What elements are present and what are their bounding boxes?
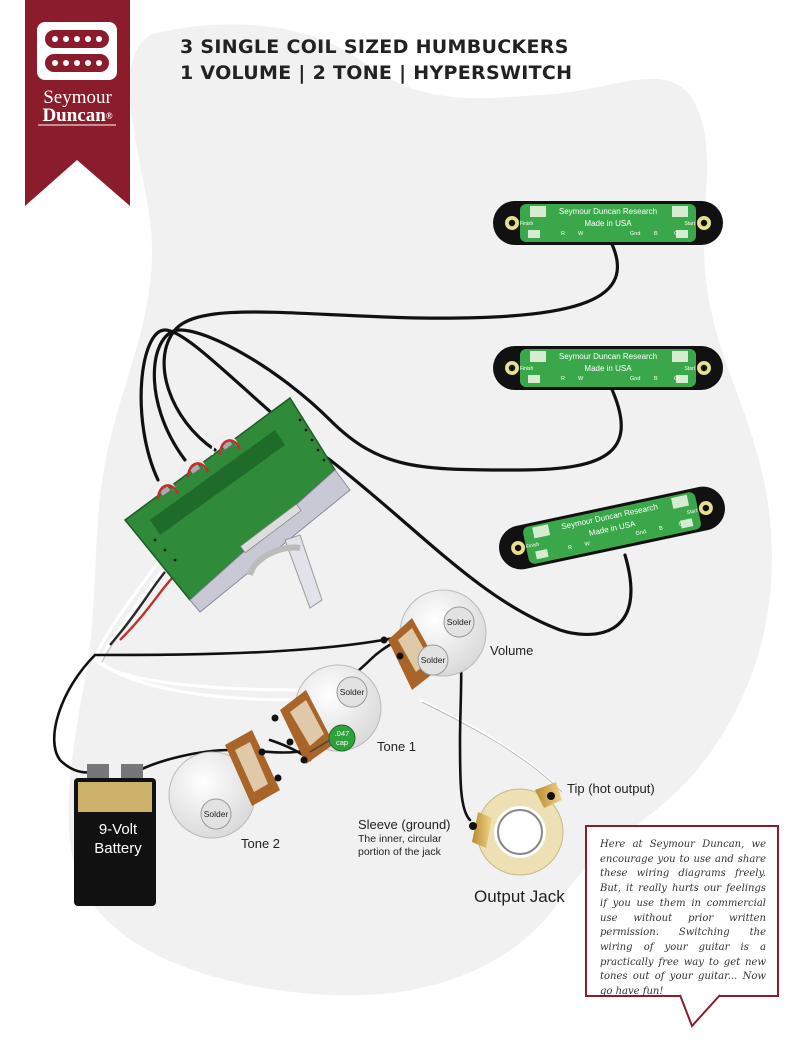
volume-pot[interactable]: Solder Solder bbox=[380, 589, 487, 690]
pickup-bridge-term-gnd: Gnd bbox=[635, 529, 646, 537]
pickup-neck-finish: Finish bbox=[520, 221, 534, 227]
battery[interactable] bbox=[74, 764, 156, 906]
pickup-neck-origin: Made in USA bbox=[584, 219, 632, 228]
cap-value: .047 bbox=[335, 729, 350, 738]
pickup-middle-term-r: R bbox=[561, 376, 565, 382]
pickup-middle-term-g: G bbox=[674, 376, 678, 382]
capacitor: .047 cap bbox=[309, 724, 356, 753]
brand-line2: Duncan® bbox=[25, 106, 130, 126]
note-box bbox=[585, 825, 779, 1028]
battery-label: 9-Volt Battery bbox=[80, 820, 156, 858]
pickup-neck-term-r: R bbox=[561, 231, 565, 237]
diagram-title: 3 SINGLE COIL SIZED HUMBUCKERS bbox=[180, 36, 569, 58]
sleeve-label: Sleeve (ground) bbox=[358, 817, 451, 832]
volume-solder-2: Solder bbox=[421, 655, 446, 665]
tone1-solder: Solder bbox=[340, 687, 365, 697]
seymour-duncan-logo bbox=[25, 0, 130, 206]
pickup-neck[interactable]: Seymour Duncan Research Made in USA Fini… bbox=[493, 201, 723, 245]
pickup-bridge-term-r: R bbox=[568, 545, 573, 552]
pickup-wires bbox=[139, 238, 633, 636]
pickup-middle-start: Start bbox=[684, 366, 695, 372]
sleeve-desc-line2: portion of the jack bbox=[358, 846, 441, 858]
tone2-solder: Solder bbox=[204, 809, 229, 819]
pickup-neck-term-gnd: Gnd bbox=[630, 231, 640, 237]
tone2-label: Tone 2 bbox=[241, 836, 281, 851]
pickup-middle-origin: Made in USA bbox=[584, 364, 632, 373]
pickup-bridge-term-g: G bbox=[678, 521, 683, 528]
brand-mark: ® bbox=[105, 111, 113, 121]
brand-line1: Seymour bbox=[43, 87, 112, 108]
pickup-neck-term-g: G bbox=[674, 231, 678, 237]
output-jack-label: Output Jack bbox=[474, 887, 565, 906]
tone2-pot[interactable]: Solder bbox=[168, 730, 282, 839]
pickup-bridge-finish: Finish bbox=[526, 542, 541, 551]
pickup-bridge-term-w: W bbox=[584, 541, 591, 548]
pickup-neck-term-b: B bbox=[654, 231, 658, 237]
pickup-bridge[interactable]: Seymour Duncan Research Made in USA Fini… bbox=[495, 483, 729, 574]
cap-label: cap bbox=[336, 738, 348, 747]
battery-line1: 9-Volt bbox=[98, 821, 138, 838]
battery-line2: Battery bbox=[94, 840, 142, 857]
pickup-middle-term-b: B bbox=[654, 376, 658, 382]
pickup-bridge-term-b: B bbox=[659, 525, 664, 532]
volume-label: Volume bbox=[490, 643, 534, 658]
hyperswitch[interactable] bbox=[123, 396, 351, 613]
pickup-bridge-start: Start bbox=[686, 508, 698, 516]
brand-name: Duncan bbox=[42, 105, 106, 126]
pickup-middle-finish: Finish bbox=[520, 366, 534, 372]
pickup-neck-maker: Seymour Duncan Research bbox=[559, 207, 657, 216]
permission-note: Here at Seymour Duncan, we encourage you… bbox=[600, 839, 766, 998]
output-jack[interactable] bbox=[469, 782, 564, 876]
pickup-neck-term-w: W bbox=[578, 231, 584, 237]
pickup-middle[interactable]: Seymour Duncan Research Made in USA Fini… bbox=[493, 346, 723, 390]
volume-solder-1: Solder bbox=[447, 617, 472, 627]
pickup-middle-maker: Seymour Duncan Research bbox=[559, 352, 657, 361]
diagram-subtitle: 1 VOLUME | 2 TONE | HYPERSWITCH bbox=[180, 62, 573, 84]
pickup-middle-term-gnd: Gnd bbox=[630, 376, 640, 382]
pickup-neck-start: Start bbox=[684, 221, 695, 227]
tone1-label: Tone 1 bbox=[377, 739, 417, 754]
pickup-middle-term-w: W bbox=[578, 376, 584, 382]
sleeve-desc-line1: The inner, circular bbox=[358, 833, 442, 845]
tip-label: Tip (hot output) bbox=[567, 781, 655, 796]
switch-colored-wires bbox=[109, 571, 176, 646]
